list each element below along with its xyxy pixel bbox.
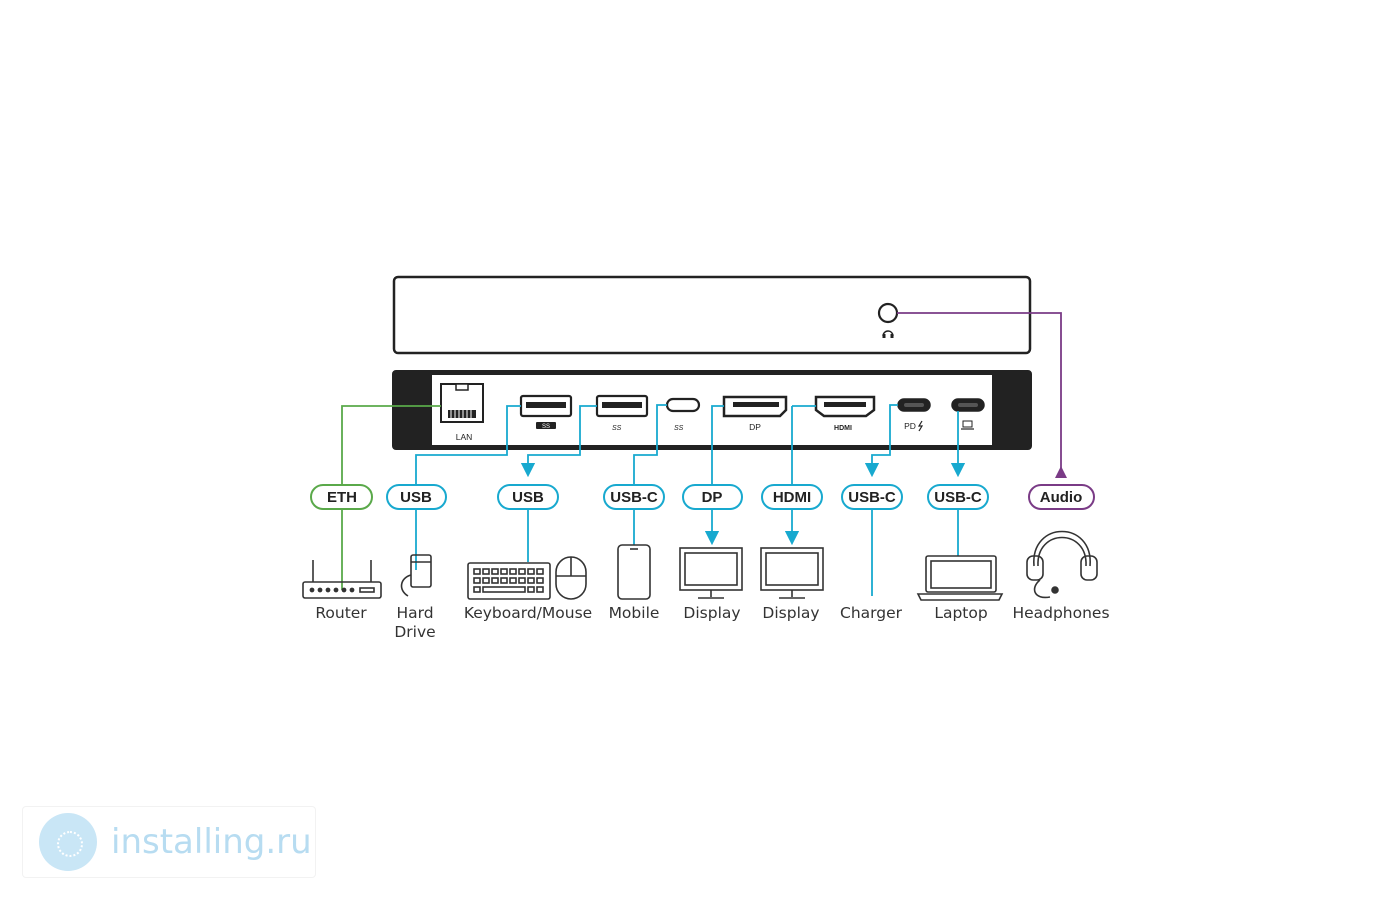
router-icon (302, 560, 382, 599)
device-labels: Router Hard Drive Keyboard/Mouse Mobile … (315, 604, 1109, 641)
hdmi-port-label: HDMI (834, 425, 852, 432)
connection-pills: ETH USB USB USB-C DP HDMI USB-C USB-C Au… (310, 484, 1095, 510)
headset-icon (882, 330, 894, 338)
keyboard-icon (467, 562, 551, 600)
display-icon-2 (760, 547, 824, 599)
device-label-charger: Charger (840, 604, 903, 622)
device-label-display-2: Display (762, 604, 819, 622)
pill-audio-label: Audio (1040, 489, 1083, 506)
pill-usbc-mobile-label: USB-C (610, 489, 658, 506)
usb-ss-logo-2: SS (612, 425, 622, 432)
usb-ss-logo-3: SS (674, 425, 684, 432)
usbc-line-mobile (633, 404, 667, 485)
usb-line-1 (415, 405, 521, 485)
dp-line (711, 405, 724, 485)
hard-drive-icon (400, 554, 432, 597)
pill-dp: DP (682, 484, 743, 510)
device-label-laptop: Laptop (934, 604, 987, 622)
laptop-icon (961, 420, 974, 430)
eth-line (341, 405, 441, 485)
pill-hdmi-label: HDMI (773, 489, 811, 506)
hdmi-port (814, 395, 876, 418)
device-label-display-1: Display (683, 604, 740, 622)
connection-lines (341, 312, 1067, 596)
device-label-hard-drive-line-1: Hard (396, 604, 433, 622)
mouse-icon (555, 556, 587, 600)
watermark-text: installing.ru (111, 822, 312, 862)
device-label-hard-drive-line-2: Drive (394, 623, 435, 641)
pill-usb-1: USB (386, 484, 447, 510)
usb-line-2 (520, 405, 597, 478)
devices (302, 530, 1098, 601)
display-icon-1 (679, 547, 743, 599)
pill-usb-2-label: USB (512, 489, 544, 506)
dp-port-label: DP (749, 422, 761, 432)
pill-usbc-laptop-label: USB-C (934, 489, 982, 506)
pill-usbc-laptop: USB-C (927, 484, 989, 510)
dock-top-panel (392, 275, 1032, 355)
lightning-icon (917, 420, 924, 432)
pill-eth: ETH (310, 484, 373, 510)
mobile-icon (617, 544, 651, 600)
watermark-logo-icon (39, 813, 97, 871)
usb-ss-logo-1: SS (542, 424, 550, 430)
displayport-port (722, 395, 788, 418)
usb-c-port-pd (897, 398, 931, 412)
pill-dp-label: DP (702, 489, 723, 506)
pill-hdmi: HDMI (761, 484, 823, 510)
pd-port-label: PD (904, 421, 916, 431)
usb-c-port-host (951, 398, 985, 412)
pill-usbc-charger-label: USB-C (848, 489, 896, 506)
device-label-headphones: Headphones (1012, 604, 1109, 622)
pill-usbc-charger: USB-C (841, 484, 903, 510)
audio-jack (877, 302, 899, 324)
pill-eth-label: ETH (327, 489, 357, 506)
pill-usb-1-label: USB (400, 489, 432, 506)
pill-usbc-mobile: USB-C (603, 484, 665, 510)
lan-port (440, 383, 484, 423)
usb-a-port-1: SS (519, 394, 573, 430)
device-label-keyboard-mouse: Keyboard/Mouse (464, 604, 592, 622)
audio-line (897, 312, 1062, 472)
lan-port-label: LAN (456, 432, 473, 442)
device-label-router: Router (315, 604, 367, 622)
device-label-mobile: Mobile (609, 604, 660, 622)
pill-usb-2: USB (497, 484, 559, 510)
audio-arrow (1055, 466, 1067, 478)
usbc-line-charger (864, 404, 898, 478)
laptop-device-icon (916, 555, 1004, 601)
pill-audio: Audio (1028, 484, 1095, 510)
headphones-icon (1026, 530, 1098, 599)
watermark: installing.ru (22, 806, 316, 878)
